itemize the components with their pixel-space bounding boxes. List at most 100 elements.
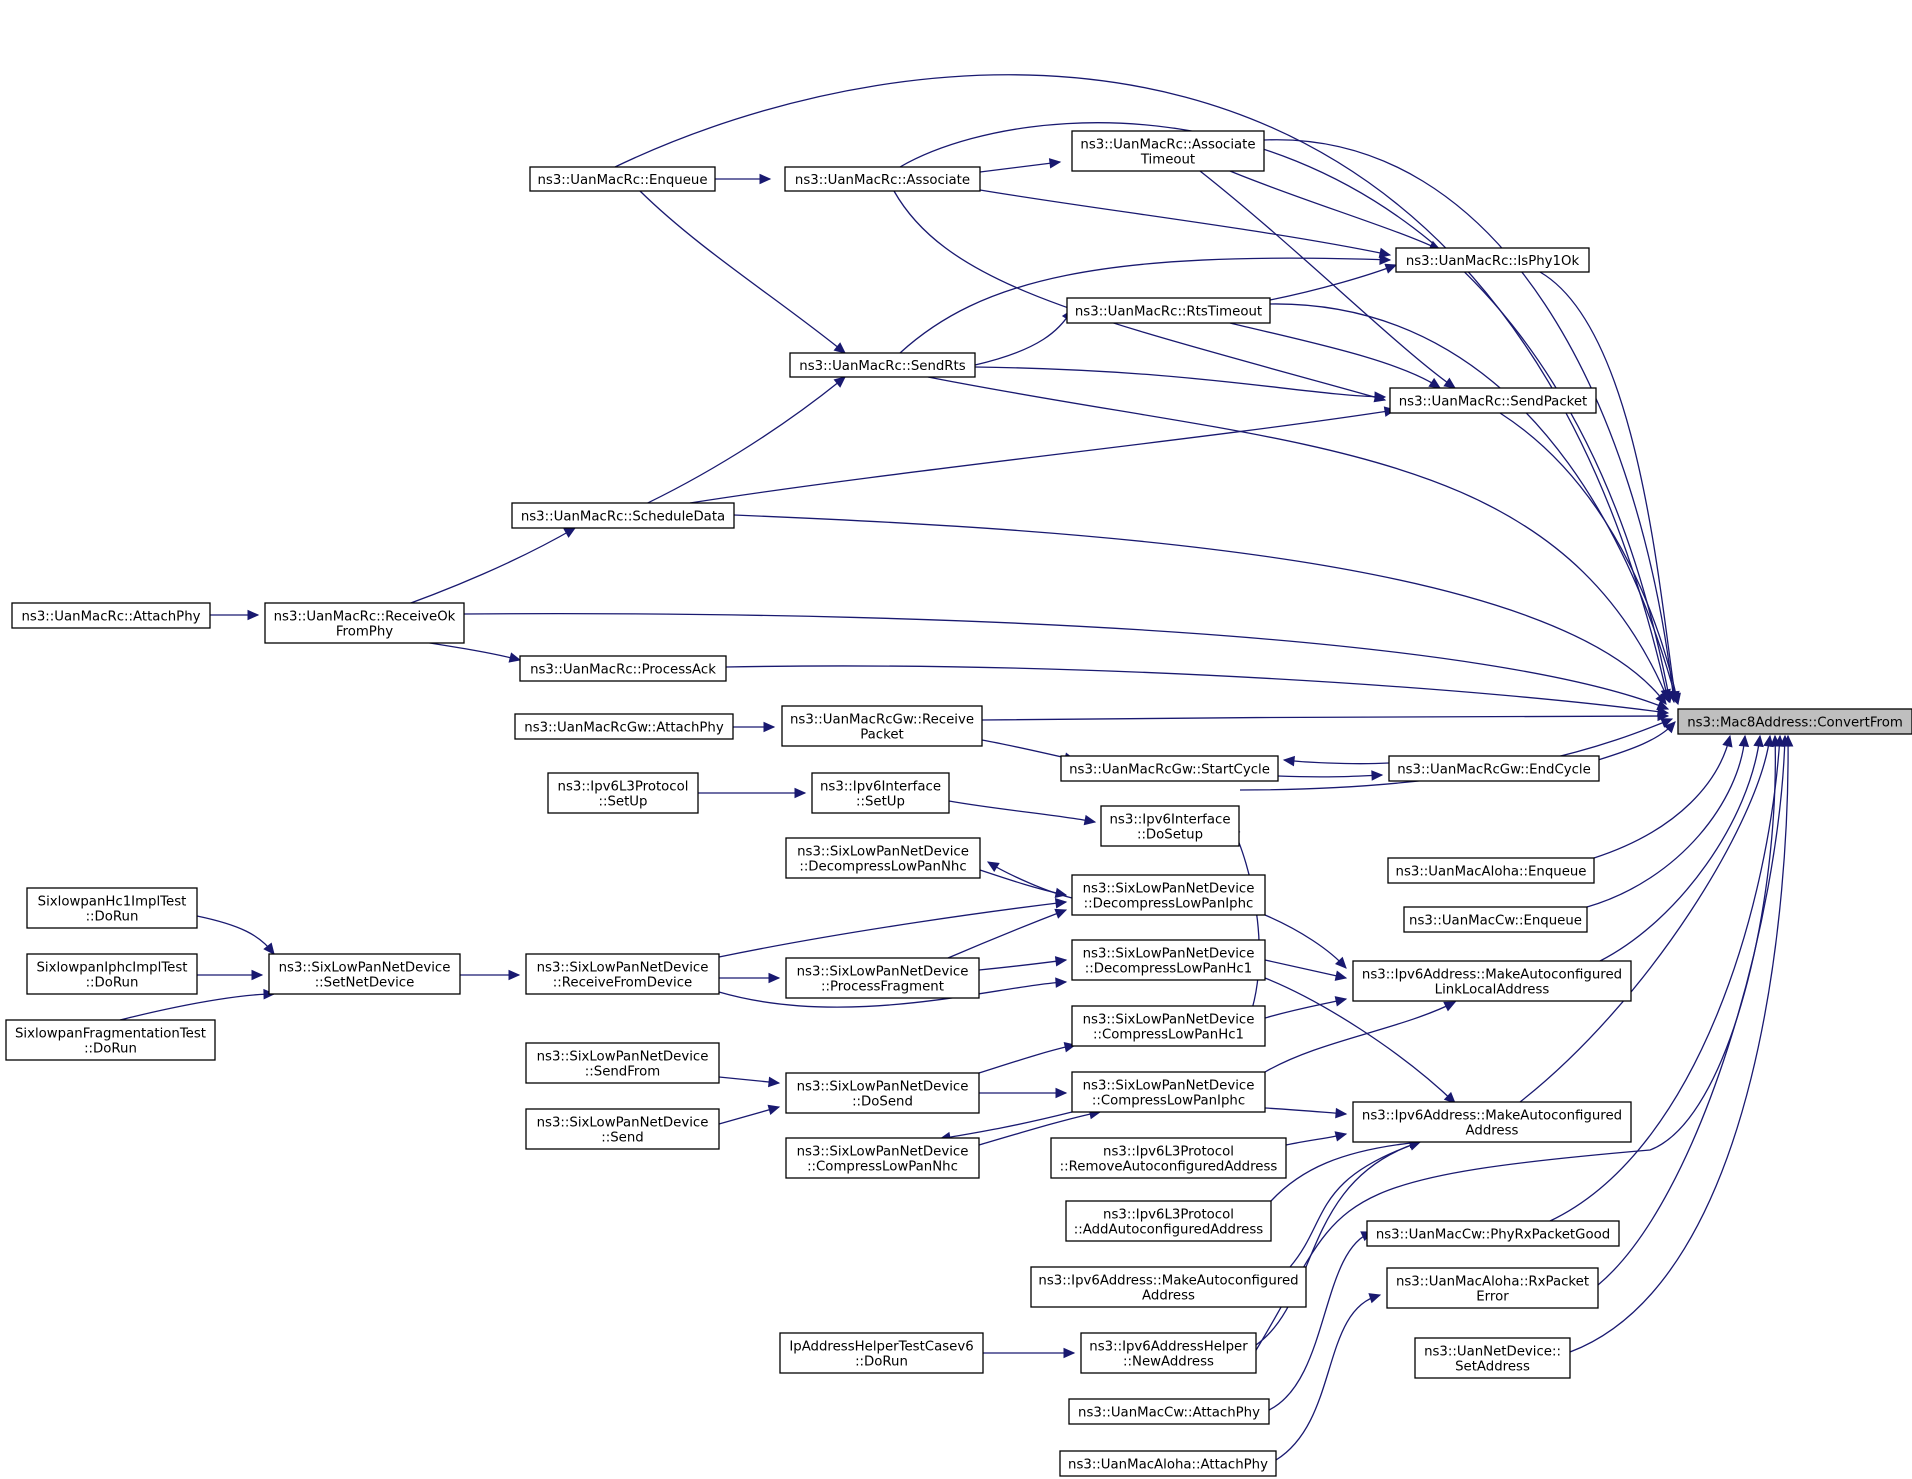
call-edge — [197, 969, 264, 981]
node-six-comp-iphc[interactable]: ns3::SixLowPanNetDevice::CompressLowPanI… — [1071, 1071, 1266, 1113]
arrowhead — [1055, 1087, 1068, 1099]
node-rc-attachphy[interactable]: ns3::UanMacRc::AttachPhy — [11, 602, 211, 629]
edge-line — [978, 1044, 1076, 1074]
node-rcgw-attachphy[interactable]: ns3::UanMacRcGw::AttachPhy — [514, 713, 734, 740]
node-six-decomp-nhc[interactable]: ns3::SixLowPanNetDevice::DecompressLowPa… — [785, 837, 981, 879]
call-nodes: ns3::Mac8Address::ConvertFromns3::UanMac… — [5, 130, 1912, 1477]
node-ipv6addr-linklocal[interactable]: ns3::Ipv6Address::MakeAutoconfiguredLink… — [1352, 960, 1632, 1002]
arrowhead — [1443, 1001, 1457, 1012]
node-cw-phyrxgood[interactable]: ns3::UanMacCw::PhyRxPacketGood — [1366, 1220, 1620, 1247]
node-ipv6helper-newaddr[interactable]: ns3::Ipv6AddressHelper::NewAddress — [1080, 1332, 1257, 1374]
arrowhead — [1722, 734, 1733, 748]
edge-line — [733, 514, 1667, 705]
node-label: ns3::Ipv6L3Protocol — [558, 779, 689, 794]
node-rc-sendpacket[interactable]: ns3::UanMacRc::SendPacket — [1389, 387, 1597, 414]
arrowhead — [767, 1104, 781, 1115]
edge-line — [1264, 914, 1347, 969]
call-edge — [621, 376, 846, 516]
node-ipaddr-test[interactable]: IpAddressHelperTestCasev6::DoRun — [779, 1332, 984, 1374]
arrowhead — [1054, 908, 1068, 919]
node-rc-scheduledata[interactable]: ns3::UanMacRc::ScheduleData — [511, 502, 735, 529]
arrowhead — [986, 861, 1000, 873]
edge-line — [463, 612, 1669, 710]
node-hc1-test[interactable]: SixlowpanHc1ImplTest::DoRun — [26, 887, 198, 929]
node-six-comp-nhc[interactable]: ns3::SixLowPanNetDevice::CompressLowPanN… — [785, 1137, 980, 1179]
node-frag-test[interactable]: SixlowpanFragmentationTest::DoRun — [5, 1019, 216, 1061]
node-label: ::ReceiveFromDevice — [553, 976, 692, 991]
node-rcgw-endcycle[interactable]: ns3::UanMacRcGw::EndCycle — [1388, 755, 1600, 782]
node-box — [547, 772, 699, 814]
call-edge — [1264, 959, 1348, 981]
node-label: ns3::UanMacCw::AttachPhy — [1078, 1406, 1260, 1421]
node-label: ns3::SixLowPanNetDevice — [1083, 1012, 1255, 1027]
node-rc-enqueue[interactable]: ns3::UanMacRc::Enqueue — [529, 166, 716, 192]
call-edge — [715, 173, 772, 185]
node-label: ::SendFrom — [585, 1065, 660, 1080]
node-ipv6addr-autoaddr2[interactable]: ns3::Ipv6Address::MakeAutoconfiguredAddr… — [1030, 1266, 1307, 1308]
node-root[interactable]: ns3::Mac8Address::ConvertFrom — [1677, 708, 1912, 735]
node-label: SixlowpanIphcImplTest — [36, 960, 187, 975]
node-label: ns3::SixLowPanNetDevice — [797, 844, 969, 859]
node-six-processfragment[interactable]: ns3::SixLowPanNetDevice::ProcessFragment — [785, 957, 980, 999]
call-edge — [1263, 139, 1679, 704]
node-label: ::CompressLowPanIphc — [1092, 1094, 1245, 1109]
node-six-setnetdevice[interactable]: ns3::SixLowPanNetDevice::SetNetDevice — [268, 953, 461, 995]
node-six-decomp-hc1[interactable]: ns3::SixLowPanNetDevice::DecompressLowPa… — [1071, 939, 1266, 981]
edge-line — [1275, 1294, 1381, 1461]
edge-line — [981, 715, 1669, 721]
node-label: ns3::UanMacRc::ReceiveOk — [274, 609, 456, 624]
node-ipv6if-dosetup[interactable]: ns3::Ipv6Interface::DoSetup — [1100, 805, 1240, 847]
node-netdevice-setaddress[interactable]: ns3::UanNetDevice::SetAddress — [1414, 1337, 1571, 1379]
node-iphc-test[interactable]: SixlowpanIphcImplTest::DoRun — [26, 953, 198, 995]
node-cw-enqueue[interactable]: ns3::UanMacCw::Enqueue — [1403, 906, 1588, 933]
node-six-dosend[interactable]: ns3::SixLowPanNetDevice::DoSend — [785, 1072, 980, 1114]
call-edge — [1499, 412, 1681, 706]
node-label: ns3::SixLowPanNetDevice — [279, 960, 451, 975]
node-label: ::DoRun — [855, 1355, 908, 1370]
edge-line — [948, 800, 1096, 823]
node-six-decomp-iphc[interactable]: ns3::SixLowPanNetDevice::DecompressLowPa… — [1071, 874, 1266, 916]
call-edge — [1285, 1131, 1348, 1146]
node-rc-processack[interactable]: ns3::UanMacRc::ProcessAck — [519, 655, 727, 682]
node-ipv6addr-autoaddr[interactable]: ns3::Ipv6Address::MakeAutoconfiguredAddr… — [1352, 1101, 1632, 1143]
edge-line — [974, 309, 1073, 366]
node-rc-associate[interactable]: ns3::UanMacRc::Associate — [784, 166, 981, 192]
node-rc-sendrts[interactable]: ns3::UanMacRc::SendRts — [789, 352, 976, 378]
edge-line — [1269, 264, 1397, 301]
node-cw-attachphy[interactable]: ns3::UanMacCw::AttachPhy — [1068, 1398, 1270, 1425]
node-ipv6l3-setup[interactable]: ns3::Ipv6L3Protocol::SetUp — [547, 772, 699, 814]
node-rc-rtstimeout[interactable]: ns3::UanMacRc::RtsTimeout — [1066, 297, 1271, 324]
node-aloha-enqueue[interactable]: ns3::UanMacAloha::Enqueue — [1387, 857, 1595, 884]
call-edge — [1229, 170, 1442, 251]
node-six-sendfrom[interactable]: ns3::SixLowPanNetDevice::SendFrom — [525, 1042, 720, 1084]
node-rc-isphy1ok[interactable]: ns3::UanMacRc::IsPhy1Ok — [1395, 247, 1590, 273]
node-label: ns3::Ipv6Interface — [1110, 812, 1231, 827]
node-box — [1352, 960, 1632, 1002]
call-edge — [733, 514, 1667, 705]
node-label: Packet — [860, 728, 904, 743]
node-label: ::SetUp — [856, 795, 905, 810]
node-six-comp-hc1[interactable]: ns3::SixLowPanNetDevice::CompressLowPanH… — [1071, 1005, 1266, 1047]
call-edge — [210, 609, 260, 621]
node-rcgw-startcycle[interactable]: ns3::UanMacRcGw::StartCycle — [1060, 755, 1279, 782]
call-edge — [979, 869, 1068, 899]
node-ipv6if-setup[interactable]: ns3::Ipv6Interface::SetUp — [811, 772, 950, 814]
call-edge — [1282, 755, 1390, 767]
edge-line — [621, 376, 846, 516]
node-box — [1366, 1220, 1620, 1247]
node-label: ::DoRun — [86, 976, 139, 991]
edge-line — [947, 909, 1067, 959]
call-edge — [1289, 1140, 1422, 1268]
node-ipv6l3-add[interactable]: ns3::Ipv6L3Protocol::AddAutoconfiguredAd… — [1065, 1200, 1272, 1242]
node-box — [784, 166, 981, 192]
node-aloha-attachphy[interactable]: ns3::UanMacAloha::AttachPhy — [1059, 1450, 1277, 1477]
node-box — [1071, 1071, 1266, 1113]
node-six-send[interactable]: ns3::SixLowPanNetDevice::Send — [525, 1108, 720, 1150]
node-ipv6l3-remove[interactable]: ns3::Ipv6L3Protocol::RemoveAutoconfigure… — [1050, 1137, 1287, 1179]
node-box — [789, 352, 976, 378]
node-six-receivefromdevice[interactable]: ns3::SixLowPanNetDevice::ReceiveFromDevi… — [525, 953, 720, 995]
